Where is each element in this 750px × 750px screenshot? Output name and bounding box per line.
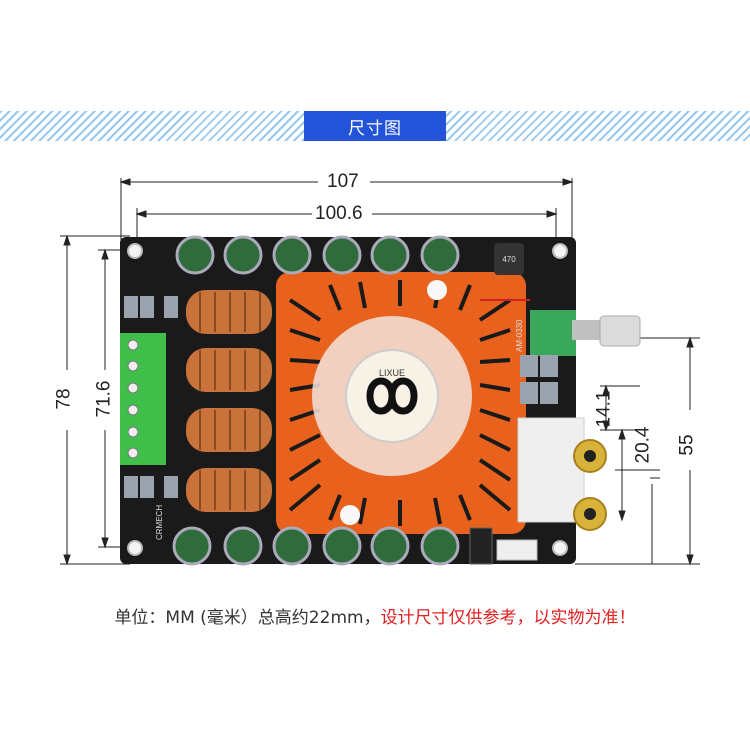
fan-brand: LIXUE: [379, 368, 405, 378]
dim-jack-spacing: 14.1: [593, 390, 615, 428]
note-disclaimer: 设计尺寸仅供参考，以实物为准！: [380, 608, 636, 628]
dim-hole-height: 71.6: [93, 380, 115, 418]
inductor-coils: [186, 290, 272, 512]
heatsink: [276, 272, 526, 534]
rca-input-jacks: [517, 417, 607, 531]
pot-label: AM-0330: [515, 319, 524, 352]
note-unit: 单位：MM (毫米）总高约22mm，: [114, 608, 381, 628]
speaker-terminal-block: [120, 333, 166, 465]
dim-overall-height: 78: [53, 388, 75, 410]
dim-pot-height: 55: [676, 434, 698, 456]
capacitor-row-bottom: [172, 526, 460, 566]
page-title: 尺寸图: [304, 111, 446, 141]
dimension-note: 单位：MM (毫米）总高约22mm，设计尺寸仅供参考，以实物为准！: [0, 603, 750, 628]
volume-potentiometer: [480, 299, 641, 356]
silk-brand: CRMECH: [155, 505, 164, 540]
capacitor-row-top: [175, 235, 460, 275]
dim-hole-width: 100.6: [315, 203, 363, 224]
dim-overall-width: 107: [327, 171, 359, 192]
dim-jack-height: 20.4: [632, 426, 654, 464]
choke-label: 470: [502, 255, 516, 264]
